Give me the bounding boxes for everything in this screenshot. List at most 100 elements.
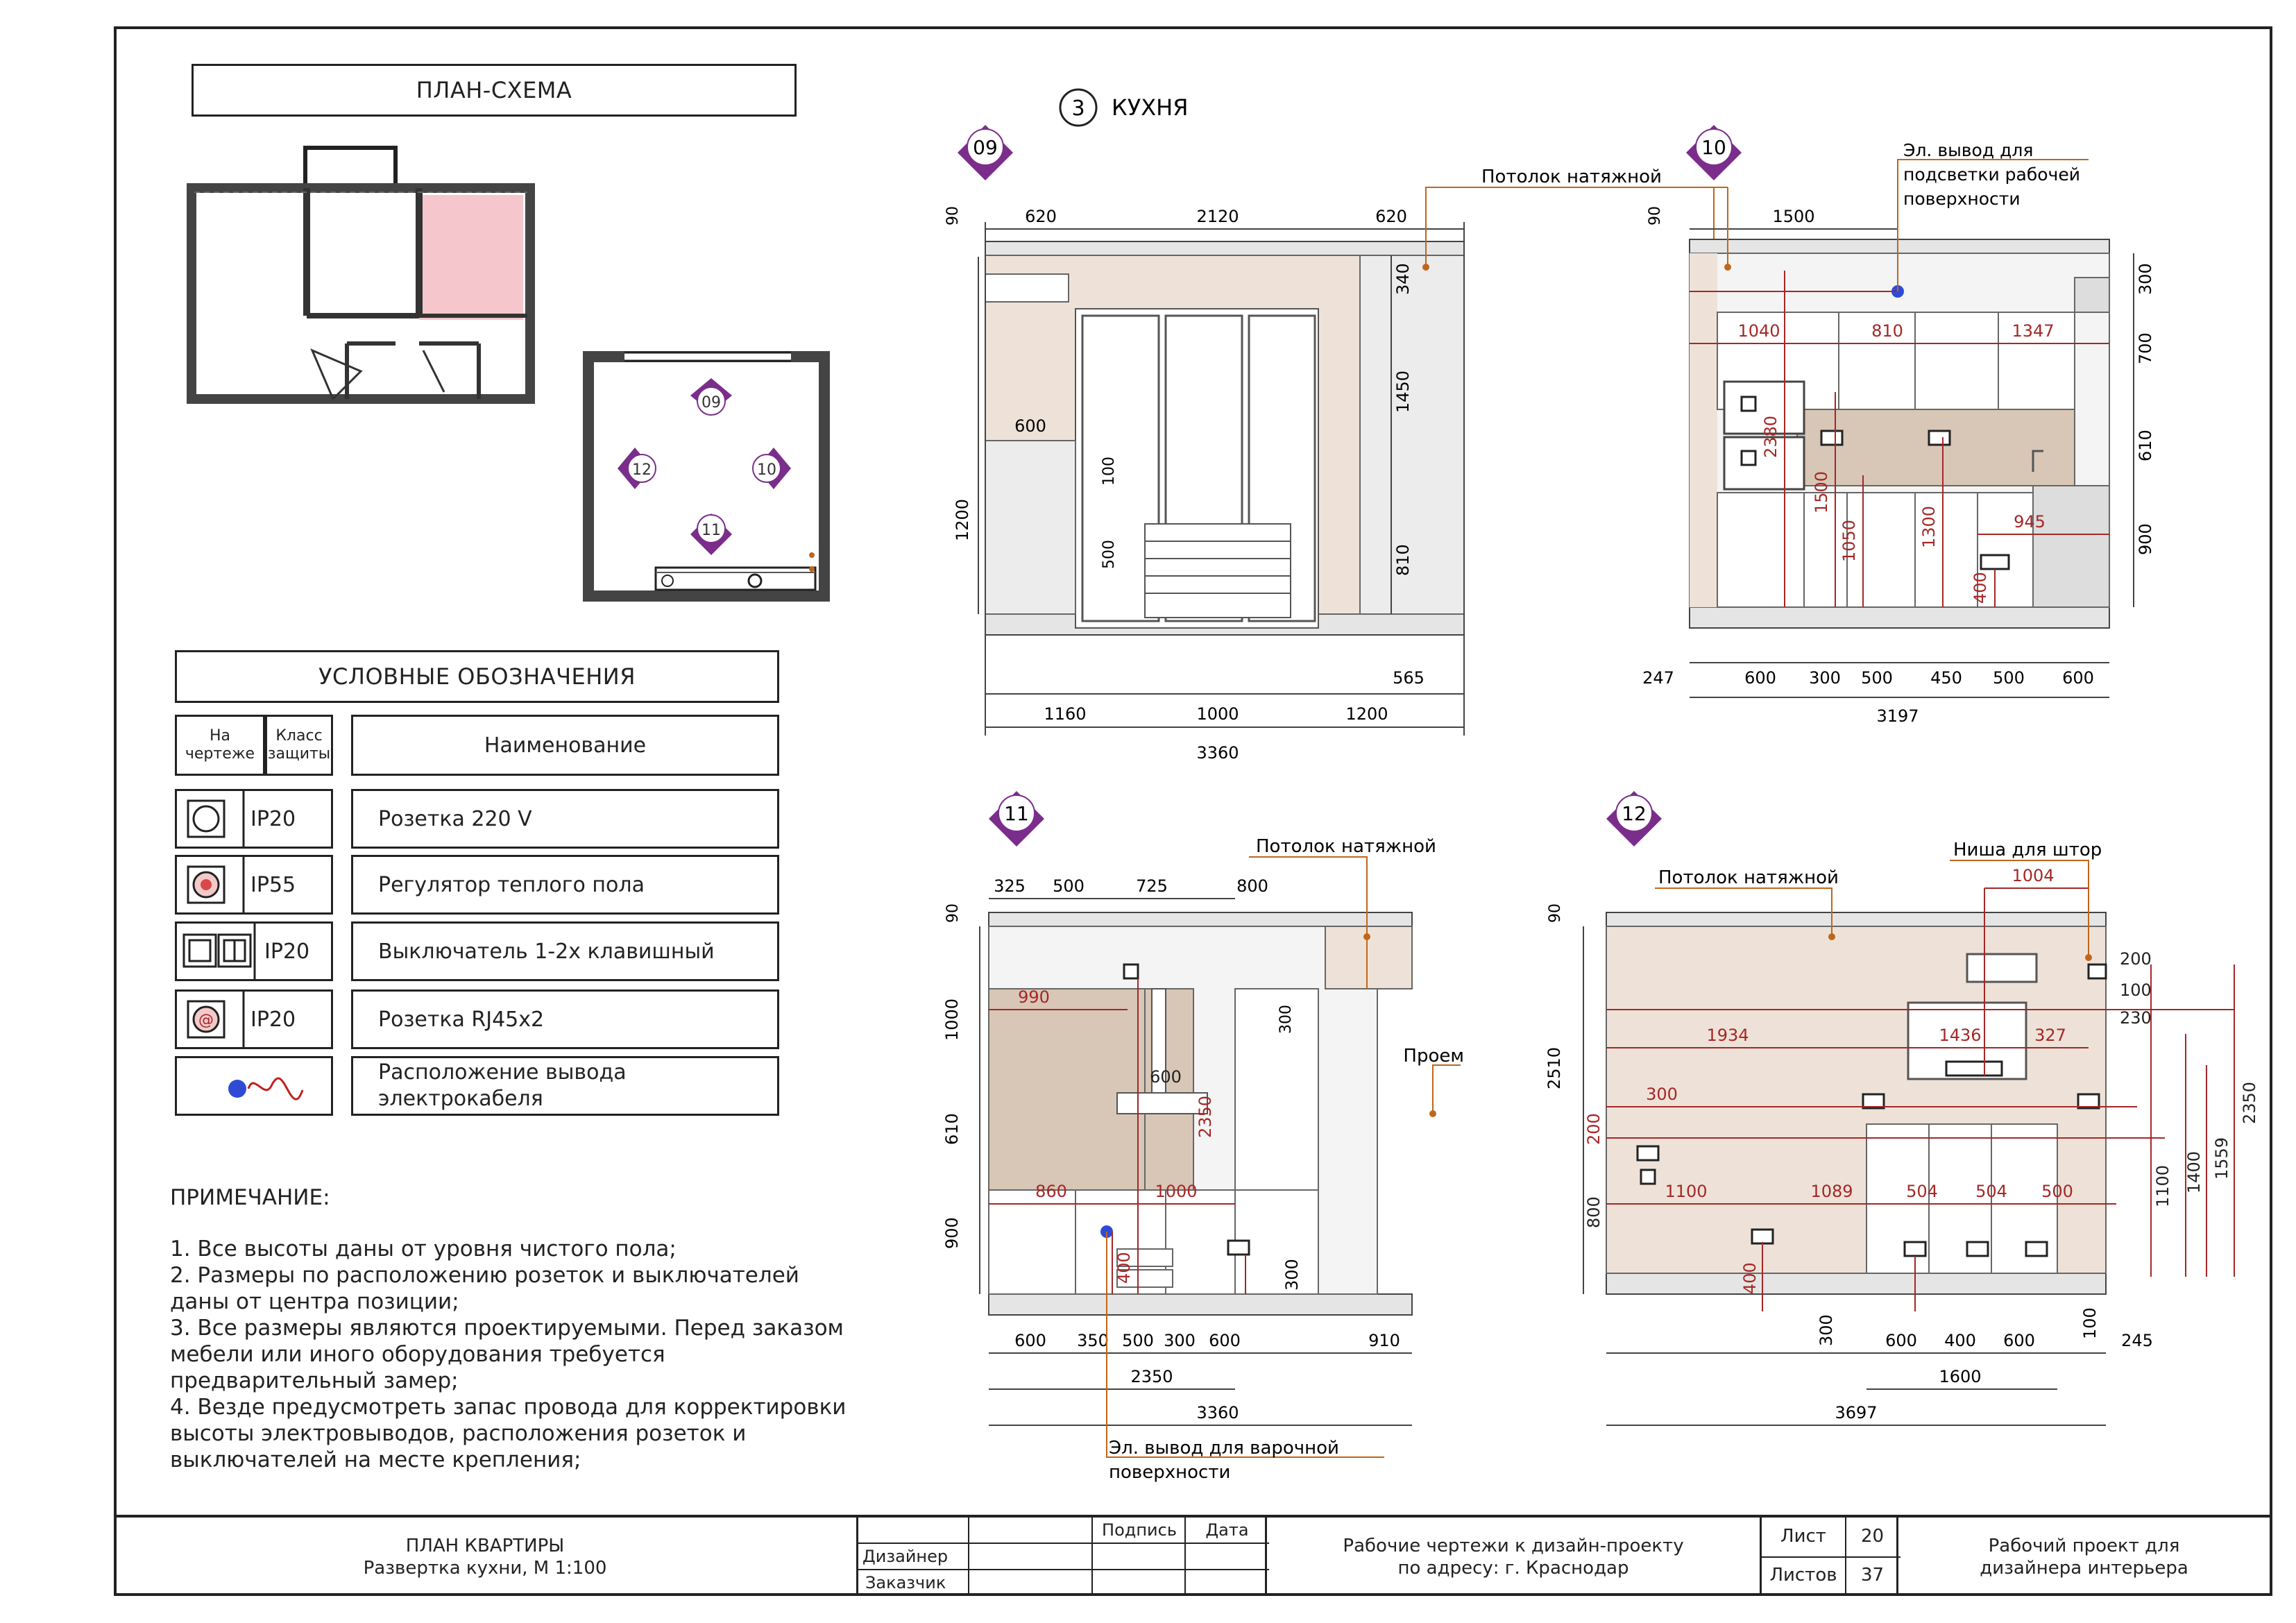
- view-marker-11-icon: 11: [989, 791, 1044, 847]
- purpose-line: дизайнера интерьера: [1980, 1557, 2188, 1579]
- svg-text:450: 450: [1930, 668, 1962, 688]
- svg-text:3: 3: [1071, 96, 1085, 121]
- svg-text:300: 300: [1164, 1331, 1196, 1350]
- legend-col-name: Наименование: [351, 715, 779, 776]
- svg-text:90: 90: [944, 206, 962, 226]
- svg-text:поверхности: поверхности: [1109, 1462, 1230, 1483]
- svg-text:Потолок натяжной: Потолок натяжной: [1481, 167, 1662, 187]
- svg-text:Потолок натяжной: Потолок натяжной: [1256, 836, 1436, 857]
- note-line: 3. Все размеры являются проектируемыми. …: [170, 1316, 844, 1341]
- svg-text:11: 11: [701, 522, 721, 539]
- legend-class-value: IP20: [250, 1007, 296, 1032]
- note-line: даны от центра позиции;: [170, 1289, 459, 1314]
- customer-label: Заказчик: [865, 1573, 946, 1592]
- svg-text:500: 500: [1100, 540, 1118, 569]
- svg-text:2350: 2350: [1196, 1096, 1215, 1138]
- sheet-label: Лист: [1780, 1526, 1826, 1547]
- socket-icon: [187, 791, 245, 847]
- legend-row-regulator: IP55: [175, 855, 333, 915]
- view-marker-12-icon: 12: [618, 448, 656, 489]
- elevation-10: 10 1040 810 1347 945 2: [1520, 125, 2155, 726]
- svg-text:325: 325: [994, 876, 1026, 896]
- svg-text:3697: 3697: [1835, 1403, 1877, 1422]
- svg-text:725: 725: [1136, 876, 1168, 896]
- svg-text:400: 400: [1944, 1331, 1976, 1350]
- svg-text:Потолок натяжной: Потолок натяжной: [1658, 867, 1839, 888]
- svg-text:Проем: Проем: [1403, 1046, 1464, 1067]
- project-address: по адресу: г. Краснодар: [1397, 1557, 1629, 1579]
- backsplash: [988, 988, 1146, 1191]
- svg-text:565: 565: [1393, 668, 1425, 688]
- svg-text:1600: 1600: [1939, 1367, 1981, 1386]
- svg-text:90: 90: [944, 903, 962, 923]
- svg-text:500: 500: [1993, 668, 2025, 688]
- svg-text:400: 400: [1740, 1262, 1760, 1294]
- legend-row-switch: IP20: [175, 921, 333, 981]
- plan-subtitle: Развертка кухни, М 1:100: [363, 1557, 607, 1579]
- legend-row-cable: [175, 1056, 333, 1116]
- kitchen-key-plan: 09 12 10 11: [583, 351, 830, 602]
- svg-text:600: 600: [2062, 668, 2094, 688]
- legend-col-symbol: На чертеже: [175, 715, 265, 776]
- svg-text:1559: 1559: [2212, 1137, 2231, 1180]
- switch-icon: [182, 924, 256, 979]
- apartment-plan: [187, 146, 535, 404]
- svg-text:400: 400: [1114, 1252, 1134, 1284]
- svg-text:подсветки рабочей: подсветки рабочей: [1903, 164, 2080, 185]
- note-line: 4. Везде предусмотреть запас провода для…: [170, 1395, 847, 1420]
- svg-text:500: 500: [2041, 1182, 2073, 1201]
- designer-label: Дизайнер: [862, 1547, 949, 1566]
- svg-text:поверхности: поверхности: [1903, 189, 2021, 209]
- svg-text:500: 500: [1861, 668, 1893, 688]
- legend-class-value: IP20: [264, 939, 310, 964]
- svg-text:Эл. вывод для: Эл. вывод для: [1903, 140, 2033, 160]
- note-line: высоты электровыводов, расположения розе…: [170, 1421, 747, 1446]
- svg-text:620: 620: [1375, 207, 1407, 226]
- svg-text:1450: 1450: [1393, 371, 1413, 413]
- svg-text:1500: 1500: [1772, 207, 1814, 226]
- svg-text:1436: 1436: [1939, 1026, 1981, 1045]
- svg-text:2350: 2350: [2240, 1082, 2259, 1124]
- svg-text:600: 600: [2003, 1331, 2035, 1350]
- note-line: 2. Размеры по расположению розеток и вык…: [170, 1263, 799, 1288]
- svg-text:3360: 3360: [1196, 743, 1239, 763]
- svg-text:1000: 1000: [942, 999, 962, 1041]
- note-line: мебели или иного оборудования требуется: [170, 1342, 665, 1367]
- svg-text:327: 327: [2034, 1026, 2066, 1045]
- svg-text:КУХНЯ: КУХНЯ: [1112, 94, 1188, 121]
- svg-text:2510: 2510: [1545, 1047, 1564, 1089]
- project-title: Рабочие чертежи к дизайн-проекту: [1343, 1535, 1684, 1556]
- legend-name-value: Розетка 220 V: [351, 789, 779, 849]
- title-block-purpose: Рабочий проект для дизайнера интерьера: [1898, 1518, 2270, 1596]
- date-label: Дата: [1205, 1520, 1249, 1540]
- room-header: 3 КУХНЯ: [1059, 88, 1188, 127]
- svg-text:245: 245: [2121, 1331, 2153, 1350]
- floor-heating-regulator-icon: [187, 857, 245, 912]
- legend-class-value: IP20: [250, 806, 296, 831]
- svg-text:3360: 3360: [1196, 1403, 1239, 1422]
- elevation-12: 12 1004 200 100 230 1934 1436 3: [1545, 791, 2259, 1426]
- svg-text:1040: 1040: [1737, 321, 1780, 341]
- svg-text:600: 600: [1744, 668, 1776, 688]
- radiator: [1144, 523, 1291, 618]
- legend-row-socket: IP20: [175, 789, 333, 849]
- title-block-divider: [114, 1515, 2272, 1518]
- sheets-count: 37: [1860, 1565, 1885, 1586]
- notes-heading: ПРИМЕЧАНИЕ:: [170, 1185, 330, 1210]
- svg-text:200: 200: [1584, 1113, 1604, 1145]
- legend-name-value: Выключатель 1-2х клавишный: [351, 921, 779, 981]
- svg-text:1200: 1200: [953, 499, 972, 541]
- svg-text:810: 810: [1393, 544, 1413, 576]
- svg-text:11: 11: [1004, 802, 1029, 825]
- sheets-label: Листов: [1769, 1565, 1837, 1586]
- svg-text:230: 230: [2120, 1008, 2152, 1028]
- svg-text:1400: 1400: [2184, 1151, 2204, 1193]
- svg-text:1300: 1300: [1919, 506, 1939, 548]
- svg-text:400: 400: [1971, 572, 1990, 604]
- svg-text:12: 12: [632, 461, 652, 479]
- svg-text:990: 990: [1018, 987, 1050, 1007]
- svg-text:610: 610: [2136, 430, 2155, 461]
- svg-text:600: 600: [1209, 1331, 1241, 1350]
- svg-text:600: 600: [1150, 1067, 1182, 1087]
- view-marker-09-icon: 09: [690, 378, 732, 416]
